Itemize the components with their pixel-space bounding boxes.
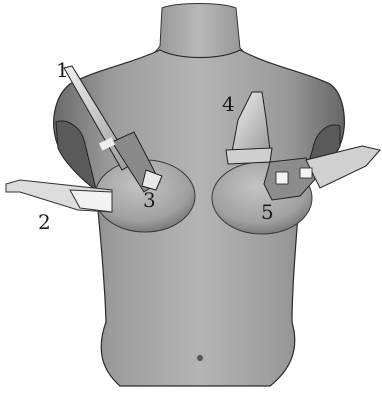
callout-3: 3 bbox=[143, 190, 156, 210]
navel bbox=[197, 355, 203, 361]
callout-5: 5 bbox=[261, 202, 274, 222]
callout-2: 2 bbox=[38, 212, 51, 232]
callout-1: 1 bbox=[56, 60, 69, 80]
callout-4: 4 bbox=[222, 94, 235, 114]
